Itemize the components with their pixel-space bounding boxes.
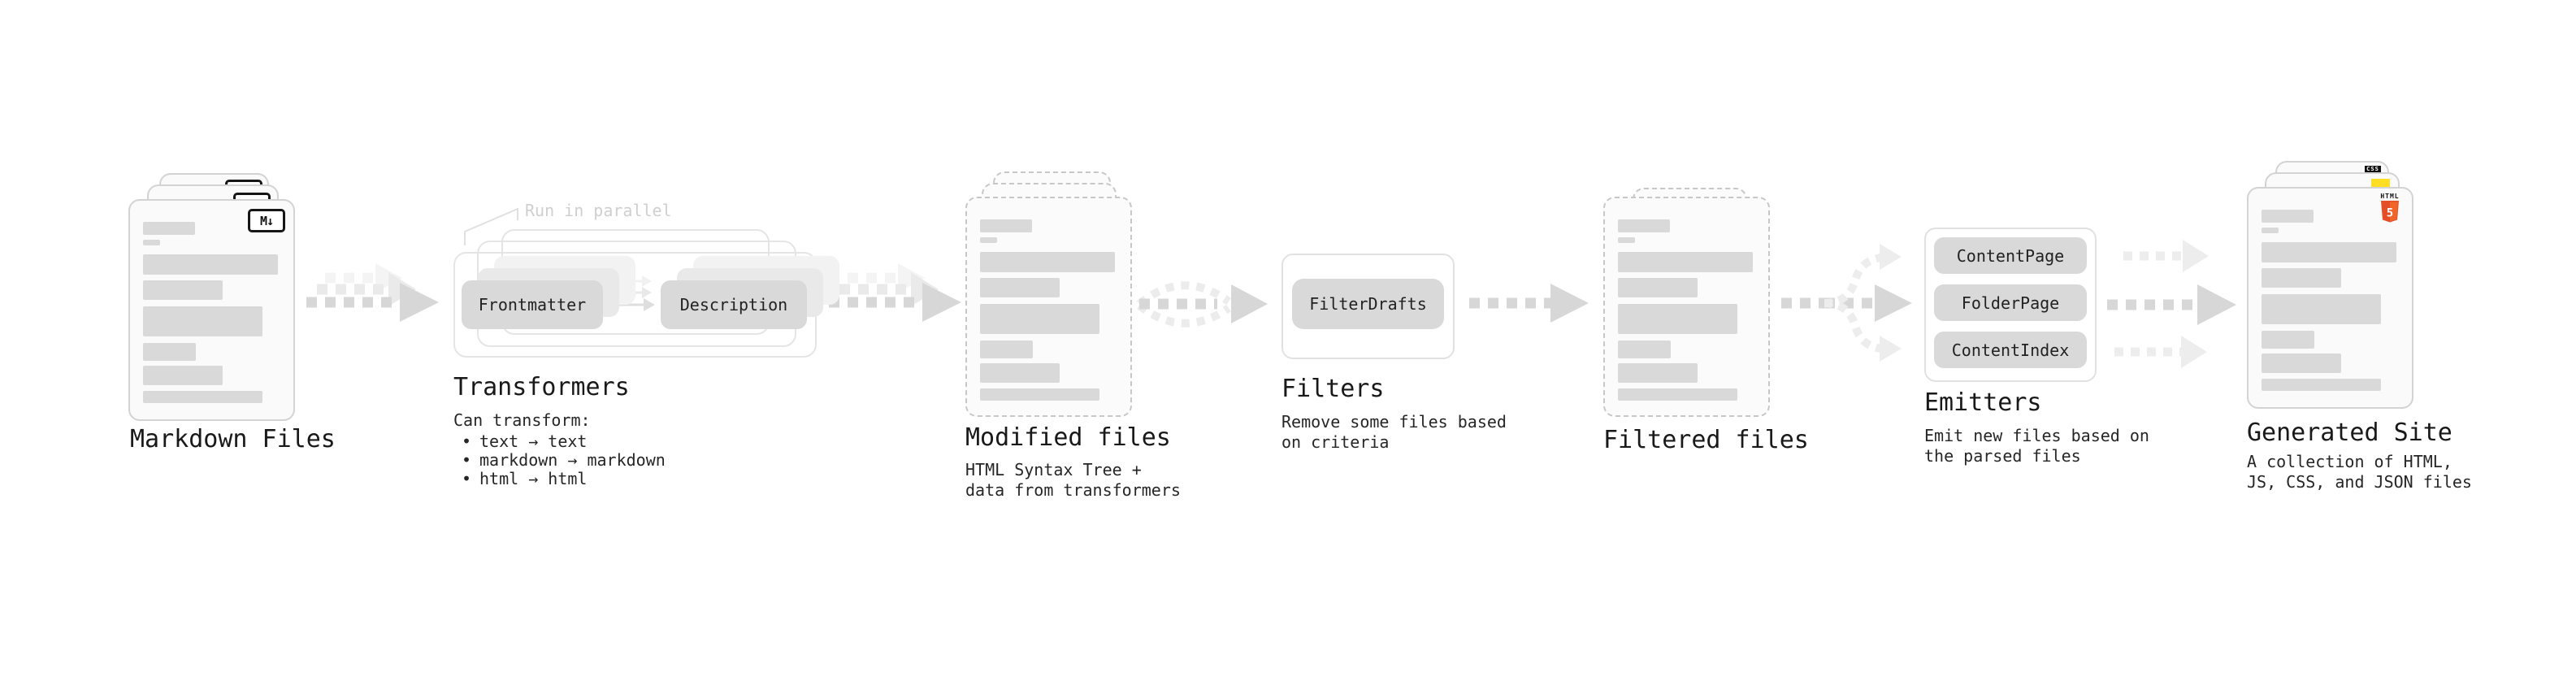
document-text-placeholder [980, 219, 1115, 401]
document-text-placeholder [143, 222, 278, 403]
arrows-emitters-to-generated [2107, 240, 2236, 368]
contentpage-box-label: ContentPage [1956, 245, 2065, 266]
bullet-item: • markdown → markdown [462, 451, 666, 470]
text-line-bar [1618, 304, 1737, 334]
markdown-icon: M↓ [248, 209, 285, 232]
modified-files-desc: HTML Syntax Tree + [965, 460, 1142, 479]
emitters-desc: Emit new files based on [1924, 426, 2149, 445]
filters-desc: Remove some files based [1281, 412, 1507, 432]
html5-logo-icon: HTML 5 [2378, 193, 2402, 223]
bullet-text: markdown → markdown [479, 450, 666, 470]
bullet-text: html → html [479, 469, 588, 488]
text-line-bar [143, 391, 262, 403]
text-line-bar [1618, 278, 1698, 297]
run-in-parallel-note: Run in parallel [525, 201, 672, 220]
arrow-transformers-to-modified [829, 263, 961, 322]
modified-file-card [965, 197, 1132, 417]
text-line-bar [980, 237, 997, 243]
bullet-item: • html → html [462, 470, 666, 488]
filterdrafts-box-label: FilterDrafts [1309, 294, 1427, 314]
text-line-bar [2262, 294, 2381, 324]
js-logo-icon [2371, 179, 2390, 187]
bullet-glyph: • [462, 469, 472, 488]
filterdrafts-box: FilterDrafts [1292, 279, 1444, 329]
arrow-modified-to-filters [1136, 281, 1268, 327]
text-line-bar [2262, 268, 2341, 288]
text-line-bar [1618, 219, 1670, 232]
text-line-bar [2262, 228, 2279, 233]
folderpage-box-label: FolderPage [1961, 293, 2060, 313]
run-in-parallel-callout-line [464, 207, 518, 245]
transformers-bullet-list: • text → text • markdown → markdown • ht… [462, 432, 666, 488]
generated-site-card: HTML 5 [2247, 187, 2413, 409]
filters-heading: Filters [1281, 375, 1385, 403]
text-line-bar [2262, 242, 2396, 262]
text-line-bar [143, 366, 223, 385]
frontmatter-box-label: Frontmatter [478, 295, 587, 314]
text-line-bar [980, 340, 1033, 358]
emitters-desc: the parsed files [1924, 446, 2081, 466]
document-text-placeholder [1618, 219, 1753, 401]
markdown-files-label: Markdown Files [130, 425, 336, 453]
text-line-bar [980, 304, 1099, 334]
html5-shield: 5 [2381, 201, 2399, 223]
text-line-bar [980, 278, 1060, 297]
css-logo-text: CSS [2365, 166, 2381, 172]
text-line-bar [143, 222, 195, 235]
emitters-heading: Emitters [1924, 388, 2042, 417]
generated-site-desc: JS, CSS, and JSON files [2247, 472, 2472, 492]
text-line-bar [1618, 237, 1635, 243]
text-line-bar [143, 343, 196, 361]
contentindex-box: ContentIndex [1934, 332, 2087, 368]
text-line-bar [2262, 210, 2314, 223]
description-box-label: Description [679, 295, 788, 314]
text-line-bar [1618, 363, 1698, 383]
bullet-text: text → text [479, 432, 588, 451]
contentindex-box-label: ContentIndex [1951, 340, 2070, 360]
text-line-bar [2262, 331, 2314, 349]
transformers-heading: Transformers [453, 373, 630, 401]
text-line-bar [980, 219, 1032, 232]
html5-logo-word: HTML [2380, 193, 2400, 200]
contentpage-box: ContentPage [1934, 237, 2087, 274]
filters-desc: on criteria [1281, 432, 1390, 452]
folderpage-box: FolderPage [1934, 284, 2087, 321]
modified-files-desc: data from transformers [965, 480, 1181, 500]
markdown-file-card: M↓ [128, 199, 295, 421]
arrow-filters-to-filtered [1469, 284, 1589, 323]
filtered-file-card [1603, 197, 1770, 417]
bullet-glyph: • [462, 432, 472, 451]
bullet-glyph: • [462, 450, 472, 470]
text-line-bar [143, 280, 223, 300]
text-line-bar [1618, 340, 1671, 358]
svg-text:5: 5 [2387, 207, 2393, 220]
description-box: Description [661, 280, 807, 329]
text-line-bar [980, 363, 1060, 383]
text-line-bar [1618, 388, 1737, 401]
generated-site-desc: A collection of HTML, [2247, 452, 2452, 471]
document-text-placeholder [2262, 210, 2396, 391]
text-line-bar [980, 252, 1115, 272]
text-line-bar [143, 306, 262, 336]
text-line-bar [1618, 252, 1753, 272]
filtered-files-heading: Filtered files [1603, 426, 1809, 454]
text-line-bar [143, 240, 160, 245]
text-line-bar [143, 254, 278, 275]
modified-files-heading: Modified files [965, 423, 1171, 452]
generated-site-heading: Generated Site [2247, 419, 2452, 447]
text-line-bar [980, 388, 1099, 401]
arrow-filtered-fanout-to-emitters [1781, 244, 1912, 362]
text-line-bar [2262, 379, 2381, 391]
arrow-markdown-to-transformers [306, 263, 439, 322]
bullet-item: • text → text [462, 432, 666, 451]
frontmatter-box: Frontmatter [462, 280, 603, 329]
transformers-intro: Can transform: [453, 410, 591, 430]
text-line-bar [2262, 354, 2341, 373]
